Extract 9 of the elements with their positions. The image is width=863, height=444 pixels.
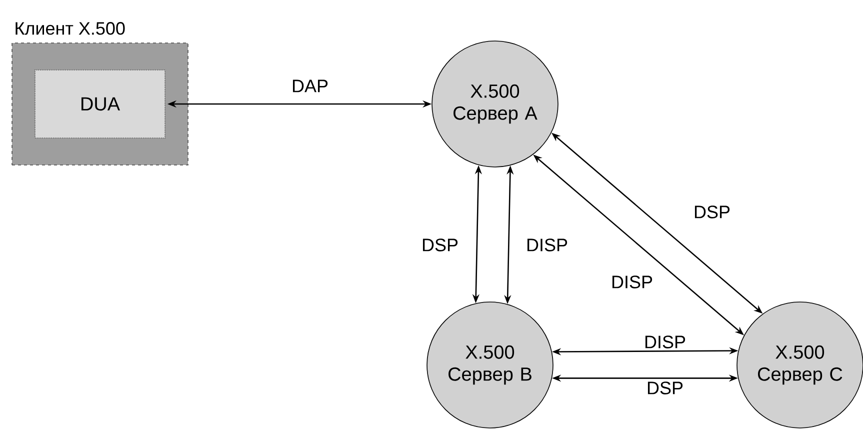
agent-box: DUA — [34, 70, 166, 138]
node-label: Клиент X.500 — [16, 22, 125, 35]
edge-label: DISP — [525, 238, 569, 252]
edge-label: DSP — [420, 238, 460, 252]
edge-label: DSP — [692, 204, 732, 220]
edge-label: DISP — [643, 334, 687, 350]
edge-label: DSP — [646, 380, 684, 396]
edge-label: DISP — [610, 274, 654, 290]
edge-label: DAP — [290, 78, 330, 94]
